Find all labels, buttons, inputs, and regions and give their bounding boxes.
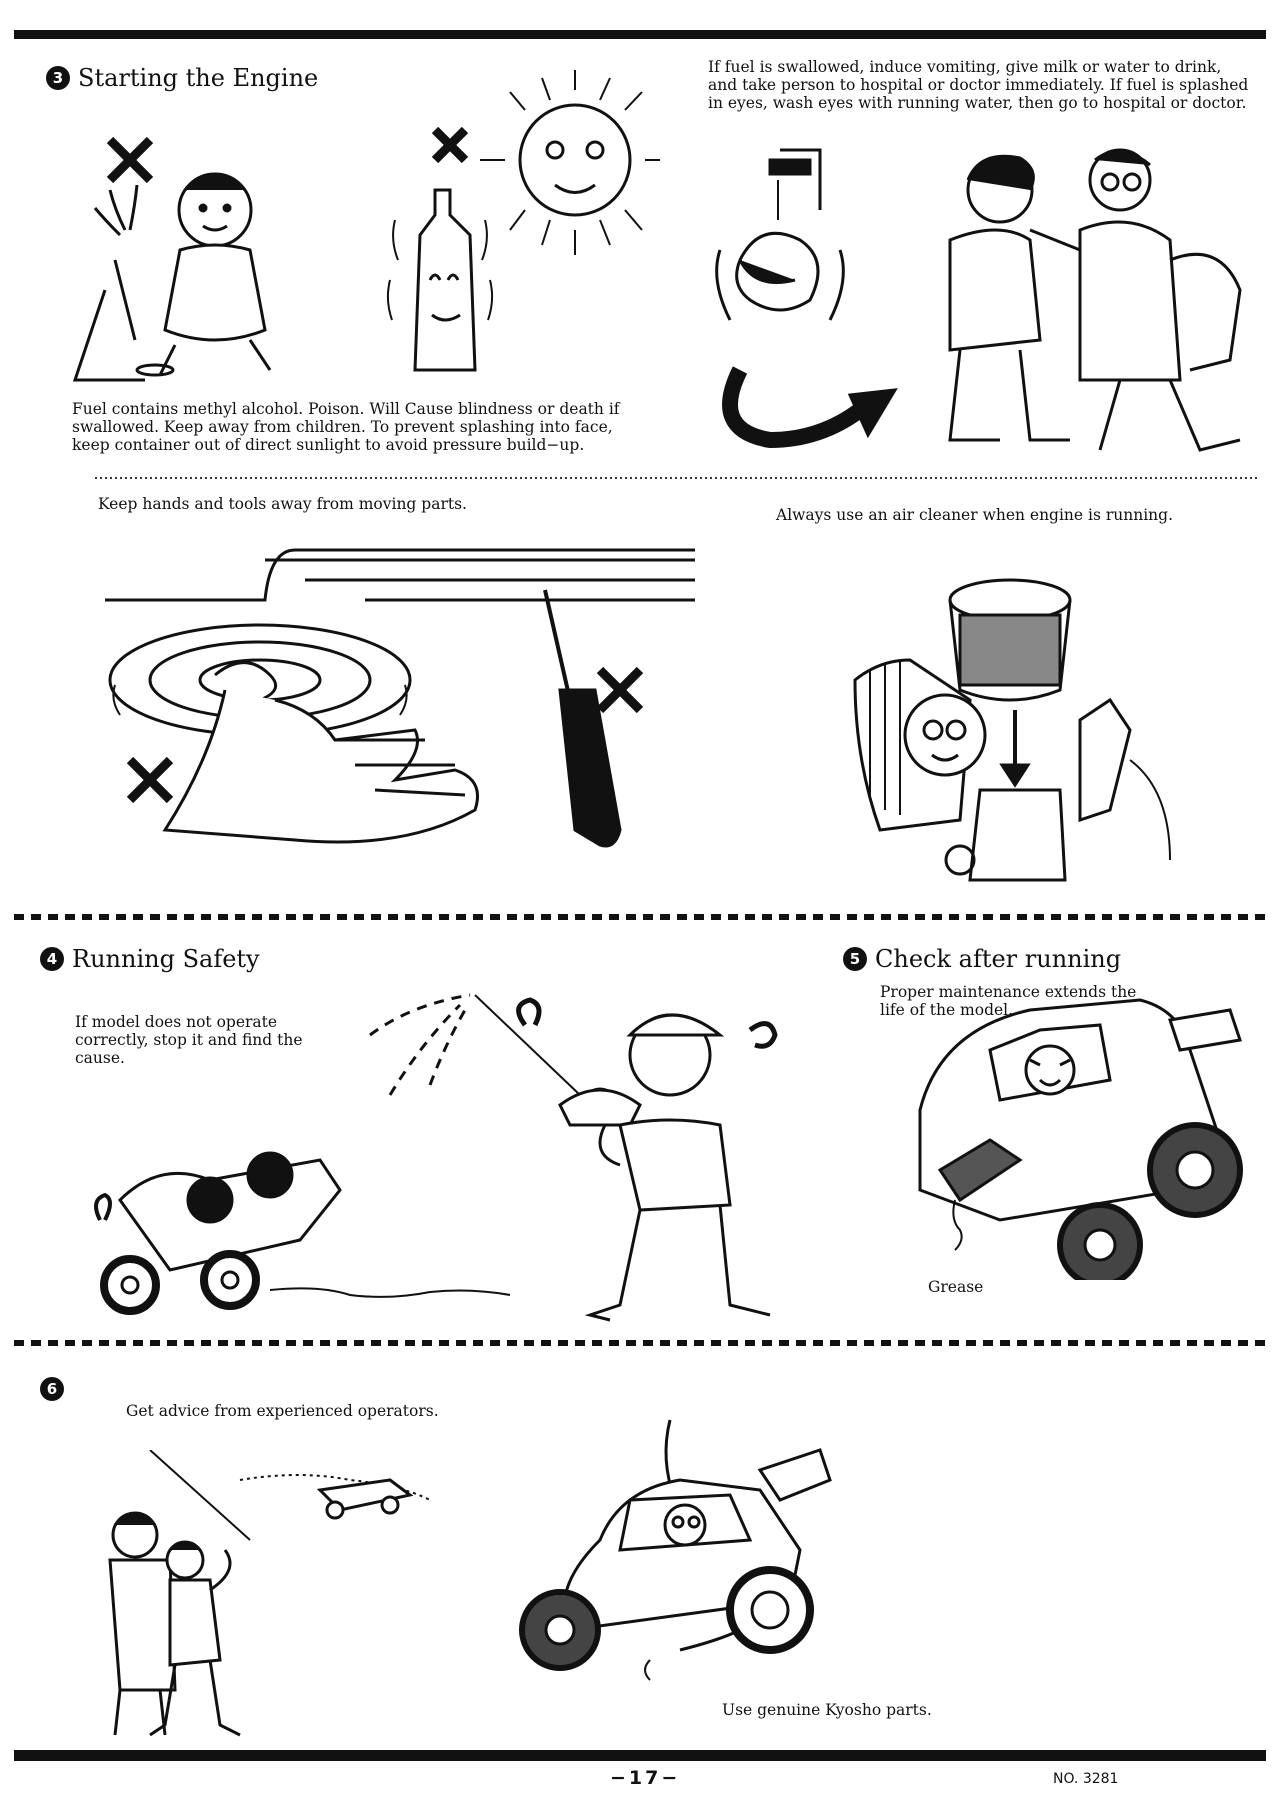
section-6-heading: 6	[40, 1377, 64, 1401]
section-3-divider	[95, 477, 1260, 479]
separator-1	[14, 914, 1266, 920]
air-cleaner-illustration	[850, 560, 1180, 890]
fuel-warning-text: Fuel contains methyl alcohol. Poison. Wi…	[72, 400, 620, 454]
bottom-rule	[14, 1750, 1266, 1761]
doc-number: NO. 3281	[1053, 1771, 1119, 1787]
section-3-heading: 3 Starting the Engine	[46, 64, 318, 92]
section-5-title: Check after running	[875, 945, 1122, 973]
section-6-number: 6	[40, 1377, 64, 1401]
section-3-title: Starting the Engine	[78, 64, 319, 92]
section-3-number: 3	[46, 66, 70, 90]
air-cleaner-text: Always use an air cleaner when engine is…	[776, 506, 1173, 524]
first-aid-text: If fuel is swallowed, induce vomiting, g…	[708, 58, 1249, 112]
running-safety-text: If model does not operate correctly, sto…	[75, 1013, 303, 1067]
section-4-number: 4	[40, 947, 64, 971]
child-fuel-illustration	[65, 130, 305, 390]
section-4-heading: 4 Running Safety	[40, 945, 260, 973]
car-maintenance-illustration	[880, 990, 1250, 1280]
moving-parts-illustration	[95, 540, 705, 870]
operators-illustration	[100, 1450, 450, 1740]
section-4-title: Running Safety	[72, 945, 260, 973]
hands-warning-text: Keep hands and tools away from moving pa…	[98, 495, 467, 513]
bottle-sun-illustration	[360, 70, 660, 390]
check-after-text: Proper maintenance extends the life of t…	[880, 983, 1137, 1019]
section-5-heading: 5 Check after running	[843, 945, 1121, 973]
page-number: −17−	[610, 1767, 681, 1789]
top-rule	[14, 30, 1266, 39]
grease-label: Grease	[928, 1278, 984, 1296]
buggy-crash-illustration	[90, 1120, 530, 1320]
separator-2	[14, 1340, 1266, 1346]
kyosho-car-illustration	[500, 1410, 850, 1700]
advice-text: Get advice from experienced operators.	[126, 1402, 439, 1420]
section-5-number: 5	[843, 947, 867, 971]
operator-illustration	[350, 975, 810, 1330]
first-aid-illustration	[700, 140, 1260, 460]
genuine-parts-text: Use genuine Kyosho parts.	[722, 1701, 932, 1719]
